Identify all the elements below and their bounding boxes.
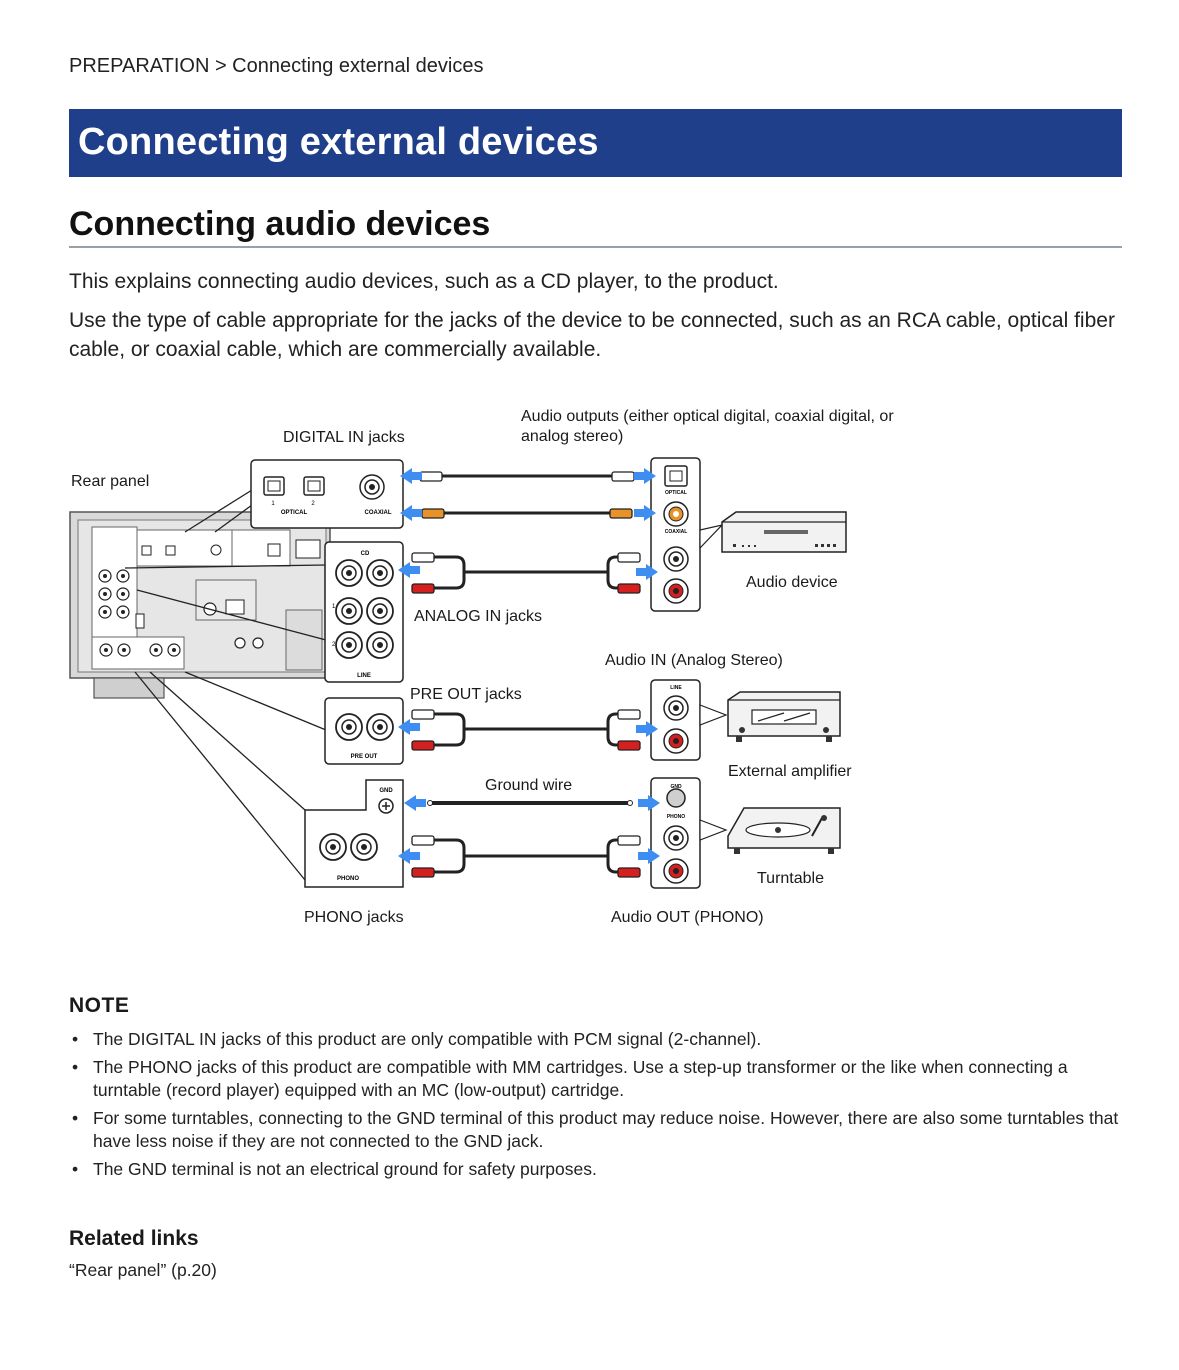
phono-rca-cable <box>411 835 641 878</box>
note-item: For some turntables, connecting to the G… <box>69 1107 1129 1153</box>
section-title: Connecting audio devices <box>69 205 491 243</box>
title-bar: Connecting external devices <box>69 109 1122 177</box>
intro-paragraph-2: Use the type of cable appropriate for th… <box>69 309 1115 361</box>
label-turntable: Turntable <box>757 870 824 887</box>
svg-text:COAXIAL: COAXIAL <box>665 529 688 535</box>
label-external-amplifier: External amplifier <box>728 763 852 780</box>
note-item: The PHONO jacks of this product are comp… <box>69 1056 1129 1102</box>
svg-text:1: 1 <box>332 604 336 610</box>
pre-out-rca-cable <box>411 709 641 751</box>
svg-text:LINE: LINE <box>357 673 371 679</box>
analog-in-box: CD 1 2 LINE <box>324 541 404 683</box>
label-audio-outputs-line2: analog stereo) <box>521 428 623 445</box>
phono-box: GND PHONO <box>304 779 404 888</box>
svg-text:COAXIAL: COAXIAL <box>365 510 392 516</box>
ground-wire <box>427 800 633 806</box>
page-title: Connecting external devices <box>78 121 599 163</box>
audio-in-panel: LINE <box>650 679 701 761</box>
digital-in-box: 1 2 OPTICAL COAXIAL <box>250 459 404 529</box>
note-list: The DIGITAL IN jacks of this product are… <box>69 1028 1129 1186</box>
svg-text:PHONO: PHONO <box>337 876 359 882</box>
signal-arrows <box>398 468 660 864</box>
breadcrumb: PREPARATION > Connecting external device… <box>69 55 484 77</box>
optical-cable <box>419 471 635 482</box>
label-ground-wire: Ground wire <box>485 777 572 794</box>
phono-out-panel: GND PHONO <box>650 777 701 889</box>
svg-text:LINE: LINE <box>670 685 682 691</box>
related-links-heading: Related links <box>69 1227 199 1250</box>
svg-text:OPTICAL: OPTICAL <box>281 510 308 516</box>
intro-paragraph-1: This explains connecting audio devices, … <box>69 270 779 293</box>
note-heading: NOTE <box>69 994 130 1017</box>
section-heading: Connecting audio devices <box>69 205 1122 248</box>
label-analog-in: ANALOG IN jacks <box>414 608 542 625</box>
note-item: The DIGITAL IN jacks of this product are… <box>69 1028 1129 1051</box>
label-pre-out: PRE OUT jacks <box>410 686 522 703</box>
svg-text:OPTICAL: OPTICAL <box>665 490 687 496</box>
amplifier-icon <box>727 691 841 742</box>
label-phono-jacks: PHONO jacks <box>304 909 404 926</box>
callout-lines <box>124 489 327 881</box>
svg-text:1: 1 <box>271 501 275 507</box>
label-rear-panel: Rear panel <box>71 473 149 490</box>
svg-text:PRE OUT: PRE OUT <box>351 754 378 760</box>
svg-text:2: 2 <box>332 642 336 648</box>
label-audio-outputs-line1: Audio outputs (either optical digital, c… <box>521 408 894 425</box>
svg-text:GND: GND <box>670 784 682 790</box>
connection-diagram: 1 2 OPTICAL COAXIAL CD 1 2 LINE <box>69 408 894 926</box>
pre-out-box: PRE OUT <box>324 697 404 765</box>
note-item: The GND terminal is not an electrical gr… <box>69 1158 1129 1181</box>
label-audio-device: Audio device <box>746 574 838 591</box>
label-audio-out-phono: Audio OUT (PHONO) <box>611 909 764 926</box>
audio-device-panel: OPTICAL COAXIAL <box>650 457 701 612</box>
svg-text:CD: CD <box>361 551 370 557</box>
analog-rca-cable <box>411 552 641 594</box>
label-audio-in: Audio IN (Analog Stereo) <box>605 652 783 669</box>
coaxial-cable <box>421 508 633 519</box>
svg-text:GND: GND <box>379 788 393 794</box>
svg-text:PHONO: PHONO <box>667 814 685 820</box>
related-link-rear-panel[interactable]: “Rear panel” (p.20) <box>69 1260 217 1280</box>
label-digital-in: DIGITAL IN jacks <box>283 429 405 446</box>
cd-player-icon <box>721 511 847 553</box>
svg-text:2: 2 <box>311 501 315 507</box>
turntable-icon <box>727 807 841 854</box>
rear-panel-illustration <box>69 511 331 699</box>
